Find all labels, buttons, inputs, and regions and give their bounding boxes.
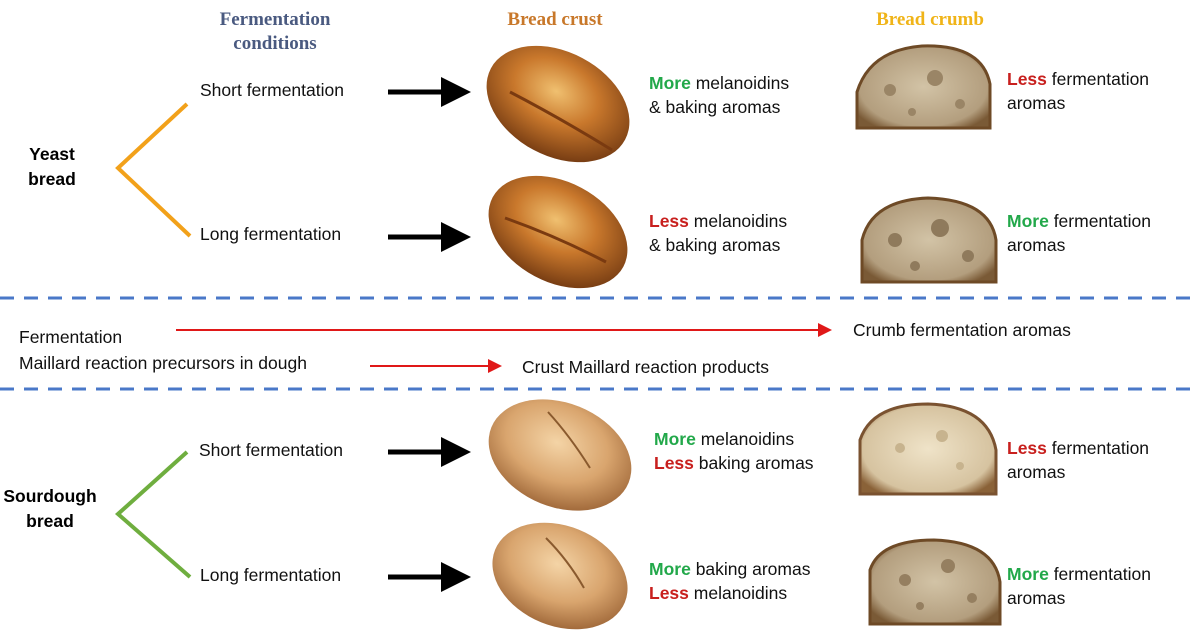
sourdough-long-crumb-image <box>868 538 1002 626</box>
yeast-branch-lines <box>115 102 192 238</box>
crumb-effect-line2: aromas <box>1007 462 1066 482</box>
crumb-effect-line2: aromas <box>1007 588 1066 608</box>
less-marker: Less <box>654 453 694 473</box>
sourdough-long-crumb-text: More fermentation aromas <box>1007 562 1151 610</box>
sourdough-long-condition: Long fermentation <box>200 565 342 585</box>
crumb-effect: fermentation <box>1051 438 1150 458</box>
sourdough-short-crust-image <box>488 399 632 511</box>
more-marker: More <box>1007 211 1049 231</box>
sourdough-short-crumb-image <box>858 402 998 496</box>
crumb-effect: fermentation <box>1051 69 1150 89</box>
yeast-short-crumb-text: Less fermentation aromas <box>1007 67 1149 115</box>
crust-effect-line2: melanoidins <box>693 583 788 603</box>
more-marker: More <box>654 429 696 449</box>
less-marker: Less <box>1007 438 1047 458</box>
yeast-long-crumb-text: More fermentation aromas <box>1007 209 1151 257</box>
more-marker: More <box>649 559 691 579</box>
crust-effect: melanoidins <box>693 211 788 231</box>
crumb-effect-line2: aromas <box>1007 235 1066 255</box>
sourdough-short-crust-text: More melanoidins Less baking aromas <box>654 427 814 475</box>
more-marker: More <box>649 73 691 93</box>
sourdough-long-crust-image <box>492 522 628 630</box>
sourdough-bread-label: Sourdough bread <box>3 486 97 531</box>
header-bread-crumb: Bread crumb <box>876 9 984 30</box>
crumb-effect: fermentation <box>1053 564 1151 584</box>
yeast-long-crust-image <box>488 175 628 289</box>
crust-effect: melanoidins <box>700 429 795 449</box>
maillard-precursors-label: Maillard reaction precursors in dough <box>19 353 307 373</box>
yeast-long-crumb-image <box>860 196 998 284</box>
sourdough-long-crust-text: More baking aromas Less melanoidins <box>649 557 810 605</box>
crumb-effect-line2: aromas <box>1007 93 1066 113</box>
crust-effect-line2: & baking aromas <box>649 97 781 117</box>
crust-effect-line2: & baking aromas <box>649 235 781 255</box>
yeast-short-crust-text: More melanoidins & baking aromas <box>649 71 789 119</box>
yeast-long-crust-text: Less melanoidins & baking aromas <box>649 209 787 257</box>
crust-maillard-products-label: Crust Maillard reaction products <box>522 357 770 377</box>
crust-effect: baking aromas <box>695 559 811 579</box>
fermentation-label: Fermentation <box>19 327 123 347</box>
crumb-effect: fermentation <box>1053 211 1151 231</box>
header-fermentation-conditions: Fermentation conditions <box>219 9 331 54</box>
crust-effect: melanoidins <box>695 73 790 93</box>
less-marker: Less <box>1007 69 1047 89</box>
yeast-short-crust-image <box>486 45 630 163</box>
crumb-fermentation-aromas-label: Crumb fermentation aromas <box>853 320 1071 340</box>
yeast-short-condition: Short fermentation <box>200 80 344 100</box>
crust-effect-line2: baking aromas <box>698 453 814 473</box>
header-bread-crust: Bread crust <box>507 9 603 30</box>
less-marker: Less <box>649 211 689 231</box>
sourdough-short-crumb-text: Less fermentation aromas <box>1007 436 1149 484</box>
yeast-long-condition: Long fermentation <box>200 224 342 244</box>
sourdough-branch-lines <box>114 450 192 579</box>
less-marker: Less <box>649 583 689 603</box>
yeast-short-crumb-image <box>855 44 992 130</box>
yeast-bread-label: Yeast bread <box>28 144 76 189</box>
sourdough-short-condition: Short fermentation <box>199 440 343 460</box>
more-marker: More <box>1007 564 1049 584</box>
